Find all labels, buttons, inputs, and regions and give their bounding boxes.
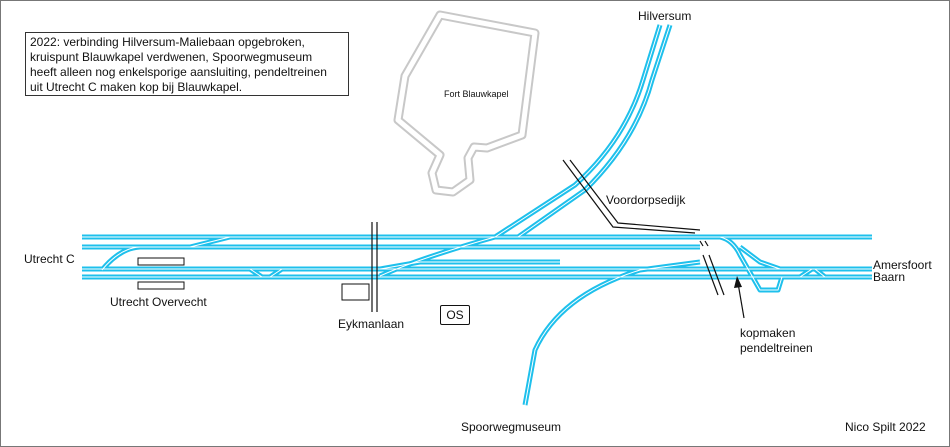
label-credit: Nico Spilt 2022 [845,420,926,434]
track-network [82,24,872,406]
label-eykmanlaan: Eykmanlaan [338,317,405,331]
track-inner-line [799,268,813,278]
track-inner-line [189,236,231,248]
label-baarn: Baarn [873,270,906,284]
track-inner-line [719,236,783,291]
roads [371,159,725,312]
track-inner-line [494,24,661,238]
track-spoorwegmuseum [522,259,701,406]
note-line: uit Utrecht C maken kop bij Blauwkapel. [30,80,243,94]
label-kopmaken: kopmaken [740,326,796,340]
track-inner-line [517,24,671,238]
note-line: kruispunt Blauwkapel verdwenen, Spoorweg… [30,50,313,64]
label-fort-blauwkapel: Fort Blauwkapel [444,89,509,99]
track-inner-line [269,268,283,278]
label-pendeltreinen: pendeltreinen [740,341,813,355]
fort-outline [393,10,540,197]
platform-overvecht-lower [137,281,185,290]
label-spoorwegmuseum: Spoorwegmuseum [461,420,562,434]
track-inner-line [101,246,141,271]
label-hilversum: Hilversum [638,9,692,23]
track-inner-line [524,261,701,406]
road-east-2 [708,254,725,296]
info-note: 2022: verbinding Hilversum-Maliebaan opg… [25,32,349,96]
kopmaken-arrow [734,276,745,319]
road-voordorpsedijk-2 [569,159,701,231]
building-eykmanlaan [341,283,370,301]
track-inner-line [249,268,263,278]
road-voordorpsedijk [562,159,696,234]
track-inner-line [814,268,826,278]
track-inner-line [379,236,496,277]
note-line: heeft alleen nog enkelsporige aansluitin… [30,65,327,79]
road-east-stub [699,240,709,247]
track-kopmaken [719,234,785,293]
platforms [137,257,370,301]
track-inner-line [379,261,560,270]
label-voordorpsedijk: Voordorpsedijk [606,193,686,207]
label-utrecht-c: Utrecht C [24,252,75,266]
platform-overvecht-upper [137,257,185,266]
note-line: 2022: verbinding Hilversum-Maliebaan opg… [30,35,305,49]
label-utrecht-overvecht: Utrecht Overvecht [110,295,207,309]
road-east-1 [702,254,719,296]
label-os: OS [440,305,470,325]
track-inner-line [739,246,781,270]
label-amersfoort: Amersfoort [873,258,932,272]
